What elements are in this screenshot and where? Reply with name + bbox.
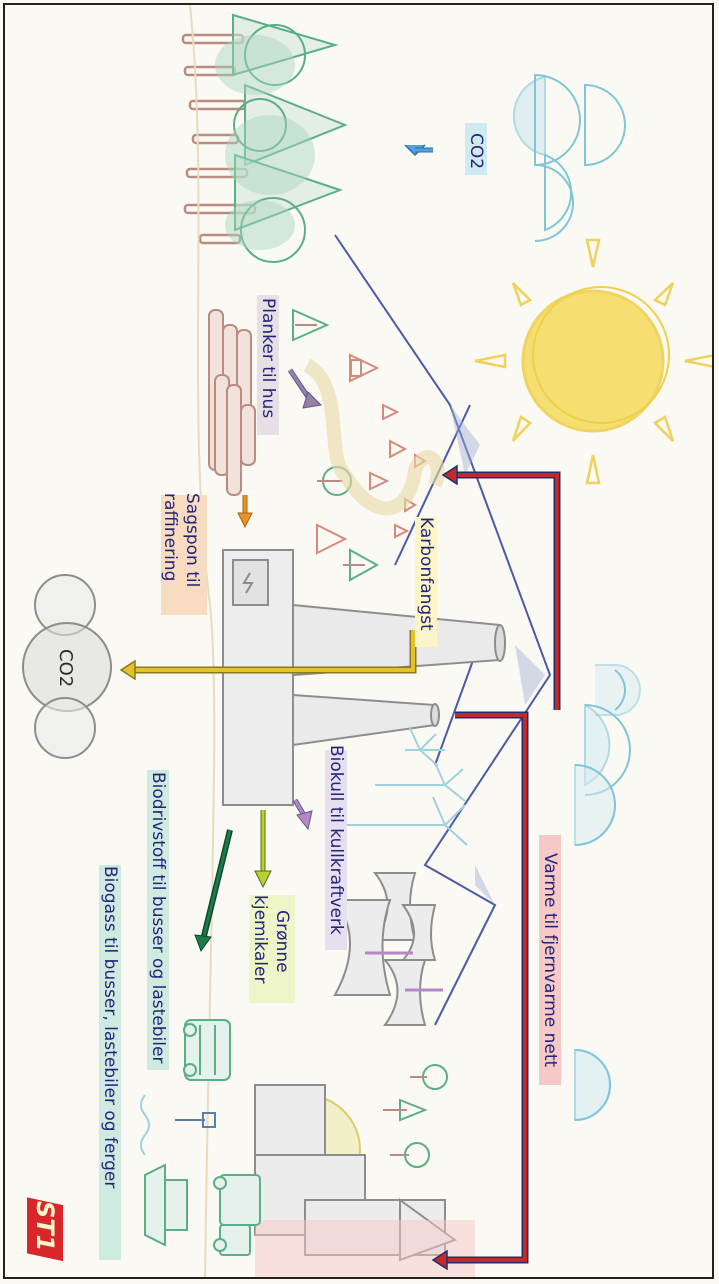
arrow-karbonfangst — [119, 630, 417, 681]
label-sagspon-line1: Sagspon til — [182, 493, 202, 587]
label-planker: Planker til hus — [258, 298, 278, 418]
label-karbonfangst: Karbonfangst — [416, 517, 436, 631]
mountains — [334, 234, 552, 1026]
truck-icon — [213, 1174, 261, 1256]
small-trees-city — [383, 1064, 448, 1168]
arrow-sagspon — [237, 495, 253, 529]
cloud-lower — [574, 1048, 611, 1122]
label-gronne-line1: Grønne — [272, 910, 292, 973]
label-highlights — [99, 123, 561, 1260]
arrow-heat-network — [431, 464, 561, 1271]
cloud-middle — [574, 664, 641, 847]
wind-turbines — [335, 727, 468, 846]
label-varme: Varme til fjernvarme nett — [540, 853, 560, 1067]
heat-district — [255, 1220, 475, 1277]
label-co2-bottom: CO2 — [55, 649, 76, 687]
log-pile — [208, 309, 256, 496]
label-biokull: Biokull til kullkraftverk — [326, 745, 346, 935]
arrow-biokull — [292, 798, 313, 831]
diagram-canvas: CO2 CO2 Planker til hus Sagspon til raff… — [22, 5, 712, 1277]
forest — [181, 13, 348, 263]
diagram-frame: CO2 CO2 Planker til hus Sagspon til raff… — [3, 3, 714, 1279]
label-gronne-line2: kjemikaler — [250, 895, 270, 983]
st1-logo-text: ST1 — [31, 1201, 59, 1251]
biochar-rods — [365, 951, 443, 992]
sun — [474, 238, 712, 485]
label-co2-top: CO2 — [466, 133, 486, 169]
label-sagspon-line2: raffinering — [160, 493, 180, 581]
mountain-shade — [450, 405, 545, 905]
water-line — [140, 1094, 150, 1156]
arrow-co2-release — [404, 144, 433, 157]
label-biodrivstoff: Biodrivstoff til busser og lastebiler — [148, 772, 168, 1063]
saplings — [292, 308, 427, 582]
refinery-plant — [222, 549, 506, 806]
signpost-icon — [175, 1112, 216, 1128]
arrow-planker — [287, 368, 323, 409]
arrow-gronne — [254, 810, 272, 889]
arrow-biodrivstoff — [194, 829, 233, 953]
forest-path — [303, 358, 445, 516]
label-biogass: Biogass til busser, lastebiler og ferger — [100, 866, 120, 1188]
cooling-towers — [333, 872, 437, 1026]
ground-line — [189, 5, 216, 1277]
cloud-top — [512, 73, 626, 242]
ferry-icon — [144, 1163, 188, 1247]
st1-logo: ST1 — [27, 1197, 63, 1262]
bus-icon — [183, 1019, 231, 1081]
co2-bubbles — [22, 574, 112, 759]
